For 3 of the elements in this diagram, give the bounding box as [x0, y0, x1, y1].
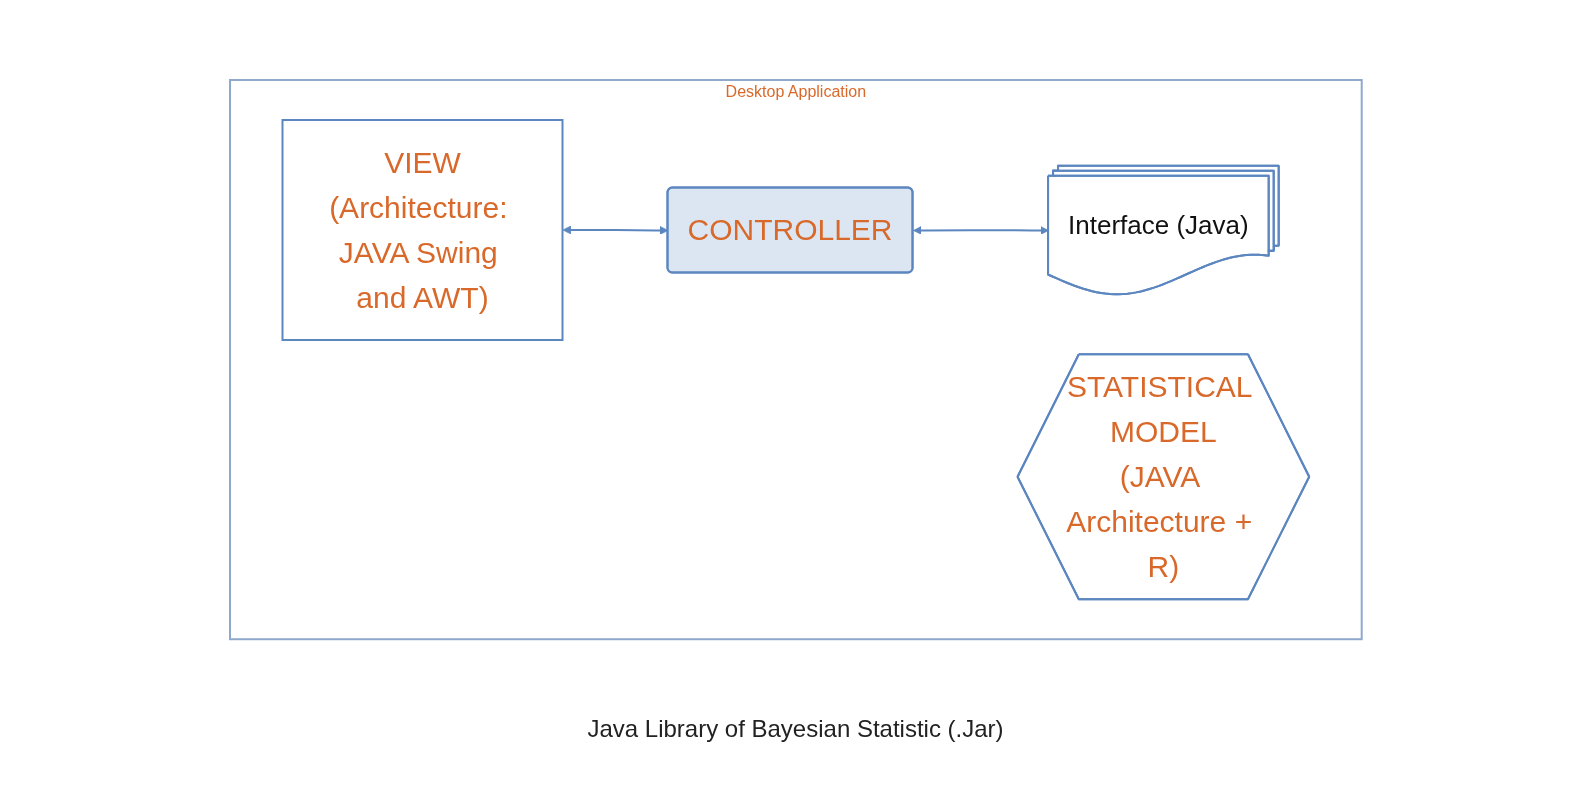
- node-box: VIEW (Architecture: JAVA Swing and AWT): [281, 119, 564, 342]
- arrow: [912, 226, 1049, 236]
- bracket-caption: Java Library of Bayesian Statistic (.Jar): [587, 715, 1004, 743]
